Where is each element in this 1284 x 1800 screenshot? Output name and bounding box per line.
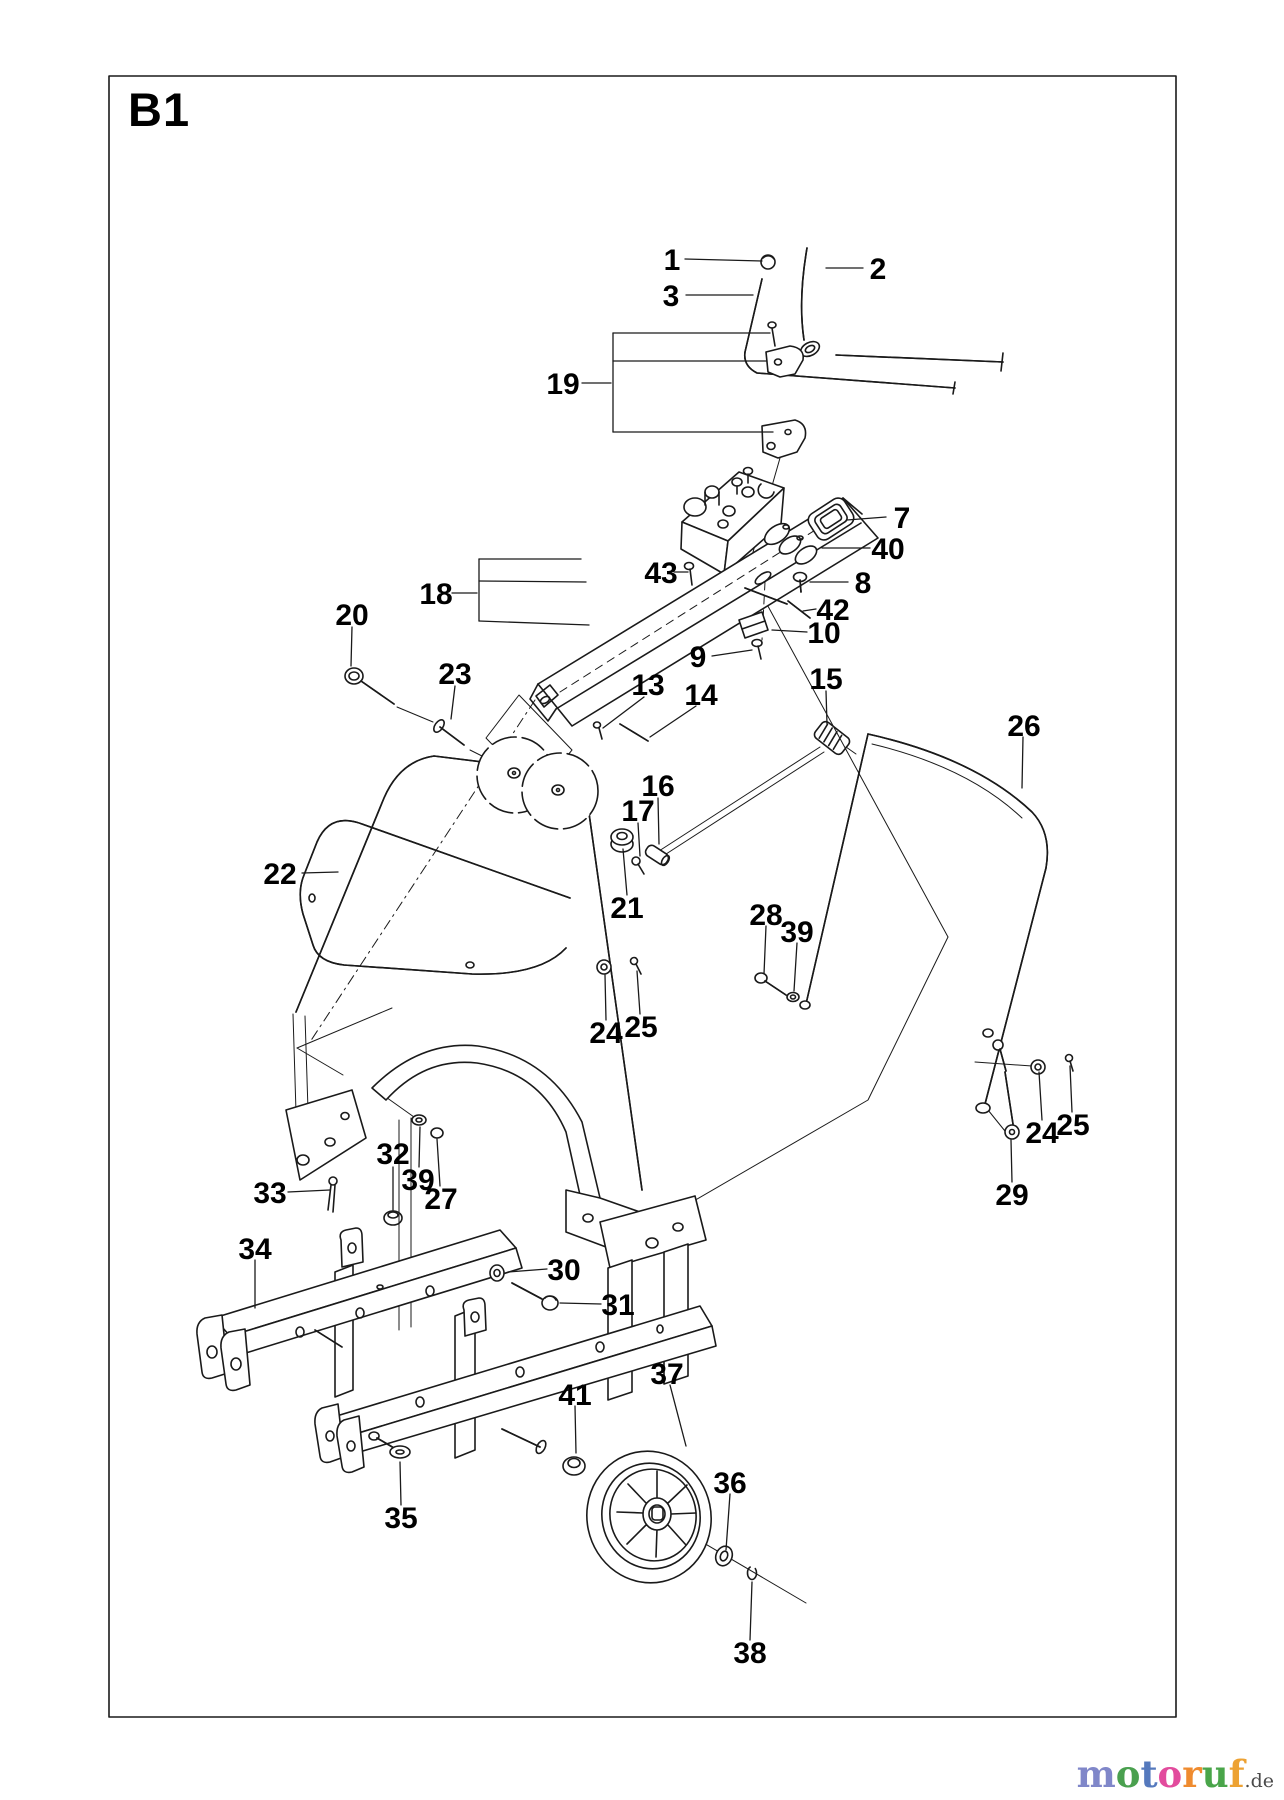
part-label-25: 25 [1056, 1109, 1089, 1142]
bracket-line [478, 620, 590, 626]
leader-line-33 [287, 1189, 331, 1193]
part-label-10: 10 [807, 617, 840, 650]
gasket-plate [807, 497, 855, 541]
leader-line-37 [669, 1384, 687, 1447]
part-label-7: 7 [894, 502, 911, 535]
leader-line-26 [1021, 736, 1024, 789]
part-label-35: 35 [384, 1502, 417, 1535]
part-label-43: 43 [644, 557, 677, 590]
part-label-39: 39 [401, 1164, 434, 1197]
watermark-letter: m [1076, 1752, 1116, 1796]
leader-line-31 [559, 1302, 602, 1305]
main-beam [529, 497, 879, 727]
part-label-9: 9 [690, 641, 707, 674]
part-label-33: 33 [253, 1177, 286, 1210]
valve-block [680, 466, 785, 586]
leader-line-27 [436, 1138, 441, 1187]
diagram-code: B1 [128, 83, 191, 136]
leader-line-28 [763, 925, 767, 975]
leader-line-21 [622, 848, 628, 896]
watermark-letter: r [1182, 1752, 1202, 1796]
part-label-40: 40 [871, 533, 904, 566]
part-label-21: 21 [610, 892, 643, 925]
part-label-32: 32 [376, 1138, 409, 1171]
leader-line-16 [657, 797, 660, 845]
part-label-13: 13 [631, 669, 664, 702]
part-label-38: 38 [733, 1637, 766, 1670]
leader-line-29 [1010, 1139, 1013, 1183]
leader-line-23 [450, 685, 456, 720]
handlebar-assembly [743, 247, 1004, 581]
watermark: motoruf.de [1077, 1752, 1274, 1796]
leader-line-1 [684, 258, 763, 262]
leader-line-7 [846, 516, 887, 521]
spring-and-rod [631, 720, 857, 875]
leader-line-25 [1069, 1065, 1073, 1113]
leader-line-17 [637, 822, 641, 857]
leader-line-9 [711, 649, 753, 657]
part-label-24: 24 [589, 1017, 623, 1050]
part-label-31: 31 [601, 1289, 634, 1322]
part-label-30: 30 [547, 1254, 580, 1287]
bracket-line [478, 580, 587, 583]
strap-loop [299, 819, 571, 975]
part-label-42: 42 [816, 594, 849, 627]
leader-line-20 [350, 626, 353, 667]
leader-line-30 [507, 1268, 548, 1273]
watermark-letter: o [1115, 1752, 1141, 1796]
part-label-29: 29 [995, 1179, 1028, 1212]
part-label-37: 37 [650, 1358, 683, 1391]
part-label-26: 26 [1007, 710, 1040, 743]
part-label-24: 24 [1025, 1117, 1059, 1150]
part-label-27: 27 [424, 1183, 457, 1216]
leader-line-15 [825, 690, 828, 725]
leader-line-13 [602, 696, 645, 729]
watermark-letter: f [1228, 1752, 1245, 1796]
watermark-letter: u [1201, 1752, 1229, 1796]
part-label-14: 14 [684, 679, 718, 712]
mid-fasteners [592, 571, 811, 742]
watermark-letter: t [1140, 1752, 1158, 1796]
part-label-18: 18 [419, 578, 452, 611]
part-label-25: 25 [624, 1011, 657, 1044]
part-label-19: 19 [546, 368, 579, 401]
wheel-assembly [586, 1450, 758, 1584]
leader-line-36 [725, 1493, 731, 1551]
part-label-3: 3 [663, 280, 680, 313]
part-label-22: 22 [263, 858, 296, 891]
leader-line-38 [749, 1581, 753, 1641]
leader-line-35 [399, 1461, 402, 1506]
part-label-8: 8 [855, 567, 872, 600]
part-label-2: 2 [870, 253, 887, 286]
watermark-suffix: .de [1244, 1770, 1274, 1792]
leader-line-39 [418, 1126, 421, 1168]
leader-line-24 [604, 974, 607, 1021]
leader-line-24 [1038, 1071, 1043, 1121]
handlebar-clamp-upper [765, 345, 805, 378]
rear-handle [754, 733, 1074, 1140]
bracket-lines [478, 332, 774, 626]
blade-discs [476, 736, 599, 830]
pivot-nut-washers [596, 828, 642, 975]
leader-line-10 [771, 629, 808, 633]
leader-line-41 [574, 1405, 577, 1454]
part-label-1: 1 [664, 244, 681, 277]
leader-line-14 [649, 705, 697, 738]
watermark-letter: o [1157, 1752, 1183, 1796]
leader-line-25 [636, 970, 641, 1015]
bolt-and-spacer [344, 667, 465, 746]
leader-line-39 [793, 942, 798, 992]
leader-line-22 [301, 871, 339, 874]
chassis-frame [196, 1227, 717, 1476]
fender-and-brackets [285, 1044, 707, 1269]
leader-line-42 [802, 608, 817, 612]
page-border [108, 75, 1177, 1718]
handlebar-clamp-lower [761, 419, 807, 459]
